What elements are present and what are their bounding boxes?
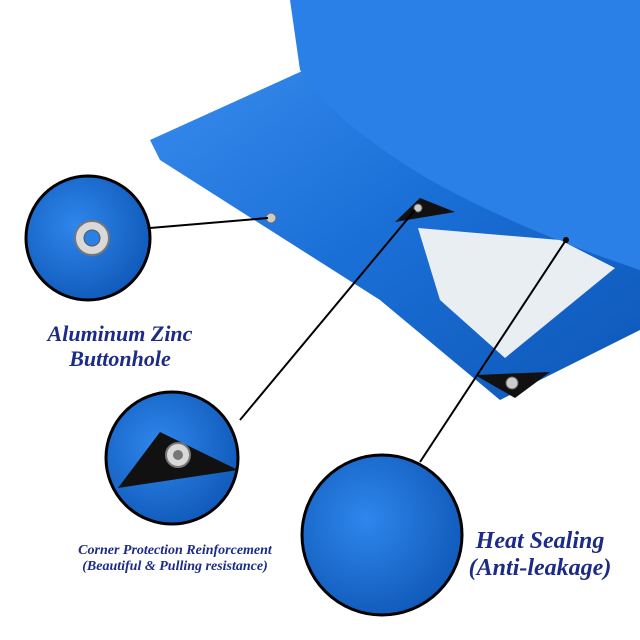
- buttonhole-detail-circle: [24, 174, 152, 302]
- label-line: Buttonhole: [69, 345, 171, 371]
- grommet: [413, 203, 423, 213]
- label-line: Aluminum Zinc: [47, 321, 193, 346]
- label-line: Corner Protection Reinforcement: [78, 543, 272, 558]
- heat-sealing-label: Heat Sealing (Anti-leakage): [440, 528, 640, 582]
- buttonhole-label: Aluminum Zinc Buttonhole: [20, 321, 220, 371]
- white-underside: [418, 228, 615, 358]
- corner-detail-circle: [104, 390, 240, 526]
- label-line: (Anti-leakage): [468, 554, 612, 581]
- corner-label: Corner Protection Reinforcement (Beautif…: [30, 543, 320, 574]
- callout-line: [239, 209, 416, 421]
- callout-line: [149, 217, 269, 229]
- tarp-roll: [290, 0, 640, 270]
- grommet: [505, 376, 519, 390]
- label-line: (Beautiful & Pulling resistance): [82, 558, 268, 574]
- label-line: Heat Sealing: [475, 528, 605, 554]
- callout-line: [419, 239, 567, 463]
- heat-sealing-detail-circle: [300, 453, 464, 617]
